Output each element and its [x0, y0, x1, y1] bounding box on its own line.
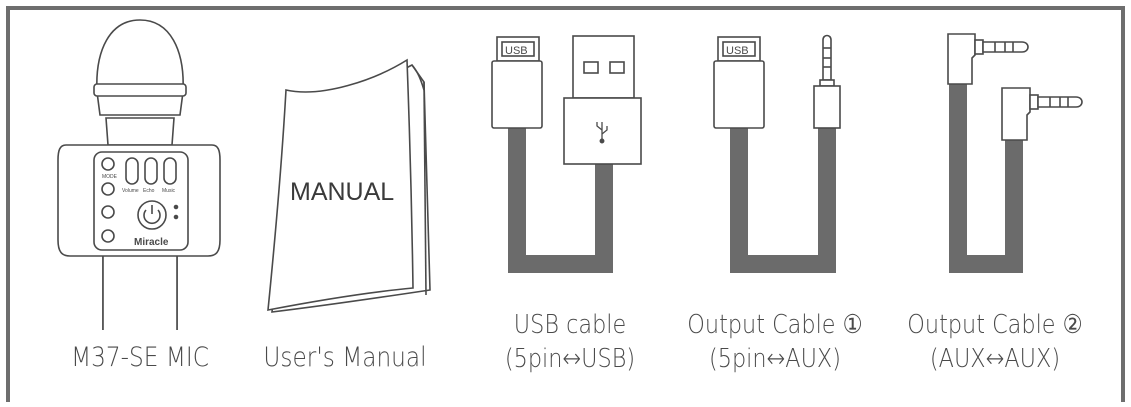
manual-booklet-icon [267, 58, 431, 313]
manual-caption: User's Manual [263, 342, 427, 373]
mic-volume-label: Volume [122, 188, 139, 194]
mic-music-label: Music [162, 188, 176, 194]
usb-cable-icon: USB [491, 35, 642, 273]
mic-brand-label: Miracle [134, 237, 169, 248]
mic-echo-label: Echo [143, 188, 155, 194]
output-cable-1-caption-line1: Output Cable ① [687, 310, 863, 340]
frame-border [6, 6, 1125, 402]
output-cable-2-icon [947, 33, 1083, 273]
usb-cable-caption-line2: (5pin↔USB) [504, 344, 636, 374]
output-micro-text: USB [726, 45, 749, 57]
usb-cable-caption-line1: USB cable [513, 310, 627, 340]
manual-cover-text: MANUAL [290, 178, 394, 206]
mic-mode-label: MODE [102, 174, 118, 180]
output-cable-2-caption-line2: (AUX↔AUX) [929, 344, 1061, 374]
output-cable-2-caption-line1: Output Cable ② [907, 310, 1083, 340]
usb-symbol-icon [596, 122, 608, 144]
output-cable-1-caption-line2: (5pin↔AUX) [709, 344, 841, 374]
mic-panel-labels: MODE Volume Echo Music Miracle [102, 174, 176, 248]
microphone-icon [57, 19, 221, 330]
usb-micro-text: USB [505, 45, 528, 57]
mic-caption: M37-SE MIC [71, 342, 209, 373]
output-cable-1-icon: USB [713, 34, 841, 273]
